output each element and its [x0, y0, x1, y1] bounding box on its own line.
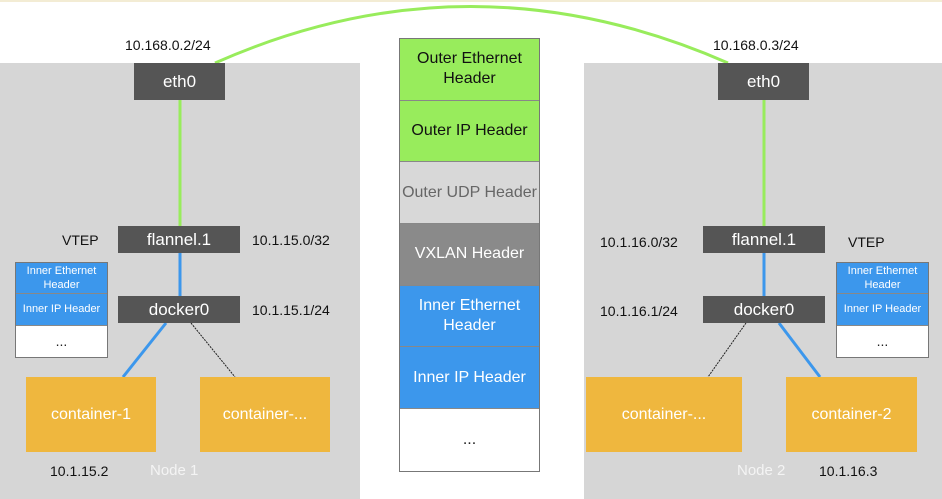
node2-vtep-label: VTEP — [848, 234, 885, 250]
docker-container-other-link-1 — [190, 322, 236, 378]
vxlan-header: VXLAN Header — [400, 224, 539, 286]
inner-ip-header: Inner IP Header — [400, 347, 539, 410]
node1-flannel-ip: 10.1.15.0/32 — [252, 232, 330, 248]
outer-ip-header: Outer IP Header — [400, 100, 539, 163]
inner-ip-header: Inner IP Header — [837, 294, 928, 326]
node1-packet-stack: Inner Ethernet Header Inner IP Header ..… — [15, 262, 108, 358]
node2-docker0-ip: 10.1.16.1/24 — [600, 303, 678, 319]
node1-eth0-ip: 10.168.0.2/24 — [125, 37, 211, 53]
node2-flannel: flannel.1 — [703, 226, 825, 253]
payload-ellipsis: ... — [400, 409, 539, 471]
node1-container-other: container-... — [200, 377, 330, 452]
payload-ellipsis: ... — [16, 325, 107, 357]
node1-docker0-ip: 10.1.15.1/24 — [252, 302, 330, 318]
inner-ethernet-header: Inner Ethernet Header — [400, 285, 539, 348]
docker-container-other-link-2 — [707, 322, 747, 378]
node1-label: Node 1 — [150, 462, 199, 479]
outer-ethernet-header: Outer Ethernet Header — [400, 39, 539, 101]
node2-container-2: container-2 — [786, 377, 917, 452]
node1-flannel: flannel.1 — [118, 226, 240, 253]
docker-container1-link — [121, 322, 168, 378]
top-border — [0, 0, 942, 2]
payload-ellipsis: ... — [837, 325, 928, 357]
vxlan-frame-stack: Outer Ethernet Header Outer IP Header Ou… — [399, 38, 540, 472]
docker-container2-link — [777, 322, 822, 378]
node1-eth0: eth0 — [134, 63, 225, 100]
underlay-link — [214, 5, 729, 65]
inner-ethernet-header: Inner Ethernet Header — [16, 263, 107, 295]
node1-container-1: container-1 — [26, 377, 156, 452]
node1-container-1-ip: 10.1.15.2 — [50, 463, 109, 479]
node2-packet-stack: Inner Ethernet Header Inner IP Header ..… — [836, 262, 929, 358]
inner-ip-header: Inner IP Header — [16, 294, 107, 326]
inner-ethernet-header: Inner Ethernet Header — [837, 263, 928, 295]
node2-label: Node 2 — [737, 462, 786, 479]
node1-docker0: docker0 — [118, 296, 240, 323]
node2-docker0: docker0 — [703, 296, 825, 323]
node2-eth0-ip: 10.168.0.3/24 — [713, 37, 799, 53]
node2-container-other: container-... — [586, 377, 742, 452]
node1-vtep-label: VTEP — [62, 232, 99, 248]
outer-udp-header: Outer UDP Header — [400, 162, 539, 225]
node2-container-2-ip: 10.1.16.3 — [819, 463, 878, 479]
node2-eth0: eth0 — [718, 63, 809, 100]
node2-flannel-ip: 10.1.16.0/32 — [600, 234, 678, 250]
